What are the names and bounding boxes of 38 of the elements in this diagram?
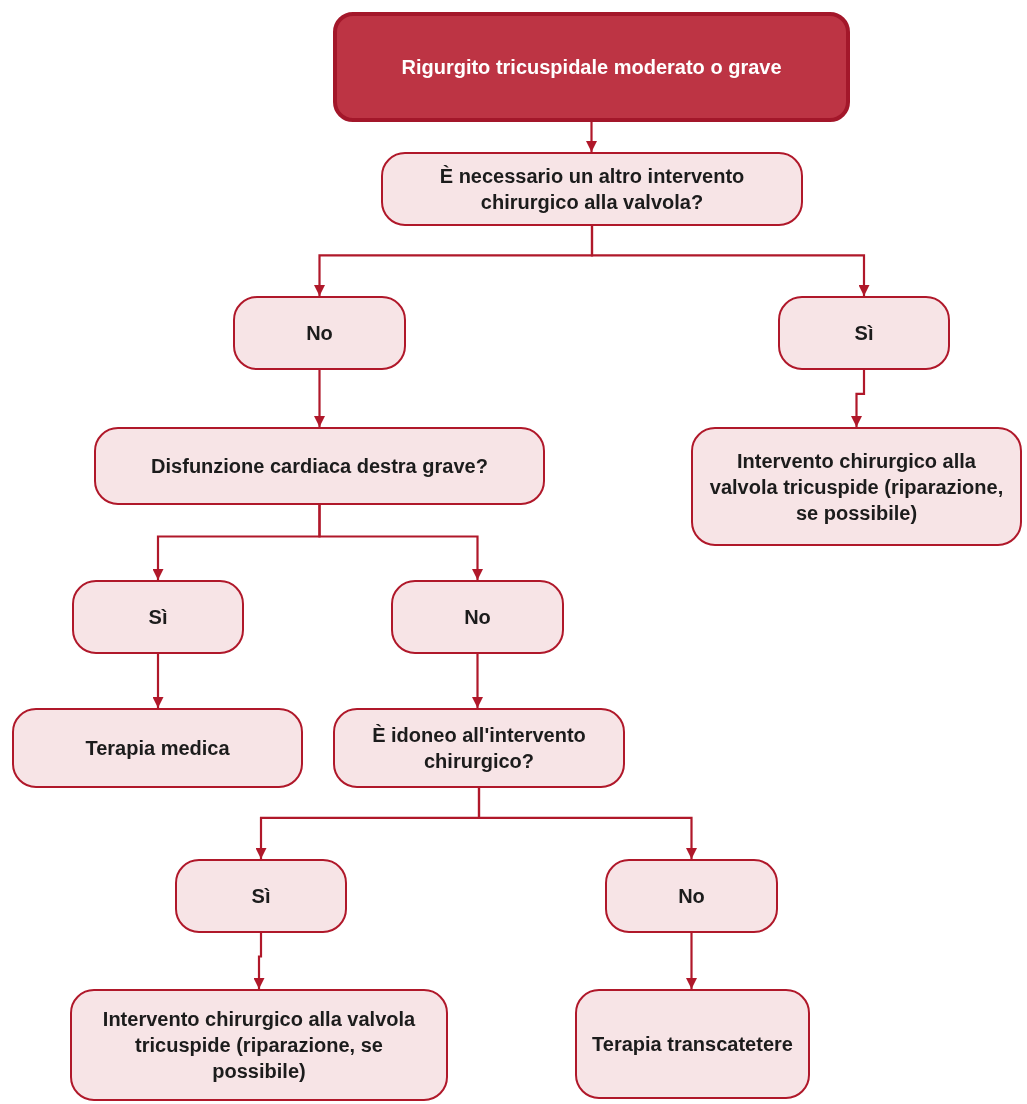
start-box — [333, 12, 850, 122]
process-box — [70, 989, 448, 1101]
box-label: No — [306, 321, 333, 346]
arrow — [318, 505, 483, 580]
box-label: Terapia transcatetere — [592, 1032, 793, 1057]
process-box — [12, 708, 303, 788]
box-label: Terapia medica — [85, 736, 230, 761]
arrow — [314, 370, 325, 427]
process-box — [94, 427, 545, 505]
arrow — [477, 788, 697, 859]
box-label: Disfunzione cardiaca destra grave? — [151, 454, 488, 479]
box-label: No — [464, 605, 491, 630]
arrow — [851, 370, 866, 427]
arrow — [590, 226, 870, 296]
arrow — [686, 933, 697, 989]
box-label: Sì — [251, 884, 271, 909]
process-box — [391, 580, 564, 654]
process-box — [605, 859, 778, 933]
arrow — [472, 654, 483, 708]
box-label: Intervento chirurgico alla valvola tricuspide (riparazione, se possibile) — [708, 448, 1005, 526]
arrow — [253, 933, 265, 989]
box-label: Intervento chirurgico alla valvola tricuspide (riparazione, se possibile) — [101, 1007, 417, 1084]
arrow — [586, 122, 597, 152]
box-label: È idoneo all'intervento chirurgico? — [371, 723, 587, 774]
process-box — [381, 152, 803, 226]
box-label: Rigurgito tricuspidale moderato o grave — [401, 55, 782, 80]
process-box — [333, 708, 625, 788]
process-box — [575, 989, 810, 1099]
process-box — [233, 296, 406, 370]
process-box — [72, 580, 244, 654]
process-box — [691, 427, 1022, 546]
box-label: Sì — [148, 605, 168, 630]
box-label: No — [678, 884, 705, 909]
process-box — [778, 296, 950, 370]
box-label: Sì — [854, 321, 874, 346]
process-box — [175, 859, 347, 933]
box-label: È necessario un altro intervento chirurgico alla valvola? — [438, 164, 746, 215]
arrow — [152, 654, 164, 708]
